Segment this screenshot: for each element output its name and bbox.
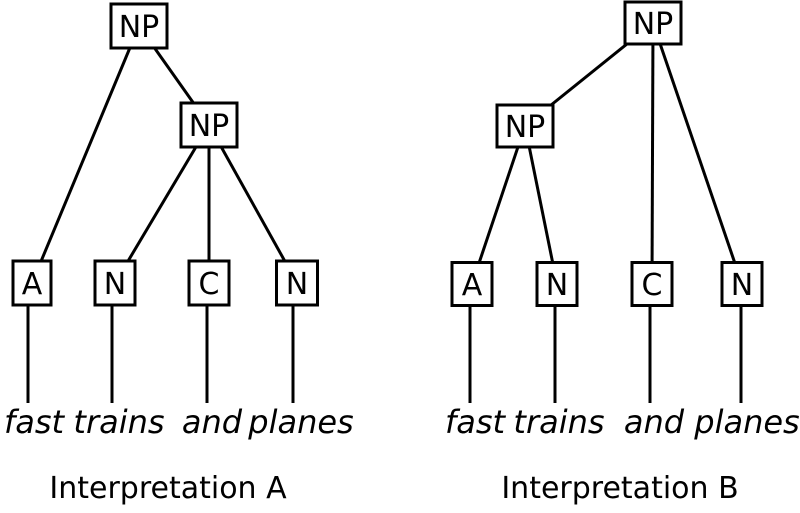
node-label: N bbox=[104, 267, 126, 302]
word-label: trains bbox=[73, 403, 164, 441]
node-box bbox=[720, 261, 764, 307]
node-box bbox=[11, 259, 53, 307]
tree-node-a: A bbox=[450, 261, 494, 307]
node-label: N bbox=[546, 268, 568, 303]
word-label: and bbox=[182, 403, 243, 441]
tree-branch-line bbox=[207, 124, 299, 284]
tree-branch-line bbox=[470, 125, 527, 285]
word-label: and bbox=[624, 403, 685, 441]
node-label: C bbox=[199, 267, 220, 302]
tree-node-n2: N bbox=[720, 261, 764, 307]
node-label: N bbox=[286, 267, 308, 302]
word-label: planes bbox=[693, 403, 799, 441]
tree-branch-line bbox=[113, 124, 211, 284]
node-box bbox=[535, 261, 579, 307]
tree-node-n1: N bbox=[93, 259, 137, 307]
word-label: fast bbox=[4, 403, 66, 441]
node-box bbox=[109, 2, 169, 50]
node-box bbox=[187, 259, 231, 307]
node-box bbox=[623, 0, 683, 46]
node-label: NP bbox=[505, 110, 546, 145]
tree-node-a: A bbox=[11, 259, 53, 307]
node-label: NP bbox=[119, 10, 160, 45]
tree-branch-line bbox=[30, 25, 141, 284]
node-label: NP bbox=[189, 109, 230, 144]
node-label: N bbox=[731, 268, 753, 303]
tree-caption: Interpretation A bbox=[49, 471, 287, 506]
node-box bbox=[495, 103, 555, 149]
word-label: trains bbox=[513, 403, 604, 441]
tree-node-np-root: NP bbox=[623, 0, 683, 46]
tree-caption: Interpretation B bbox=[501, 471, 738, 506]
node-label: NP bbox=[633, 7, 674, 42]
tree-node-c: C bbox=[187, 259, 231, 307]
tree-node-n1: N bbox=[535, 261, 579, 307]
tree-node-c: C bbox=[630, 261, 674, 307]
tree-branch-line bbox=[650, 22, 655, 285]
tree-node-n2: N bbox=[275, 259, 319, 307]
node-label: A bbox=[462, 268, 483, 303]
tree-branch-line bbox=[651, 22, 744, 285]
tree-node-np-inner: NP bbox=[179, 101, 239, 149]
node-box bbox=[275, 259, 319, 307]
word-label: fast bbox=[445, 403, 507, 441]
word-label: planes bbox=[247, 403, 353, 441]
tree-node-np-root: NP bbox=[109, 2, 169, 50]
node-box bbox=[93, 259, 137, 307]
node-label: A bbox=[22, 267, 43, 302]
node-box bbox=[450, 261, 494, 307]
tree-branch-line bbox=[523, 125, 559, 285]
node-box bbox=[179, 101, 239, 149]
node-label: C bbox=[642, 268, 663, 303]
node-box bbox=[630, 261, 674, 307]
tree-node-np-inner: NP bbox=[495, 103, 555, 149]
